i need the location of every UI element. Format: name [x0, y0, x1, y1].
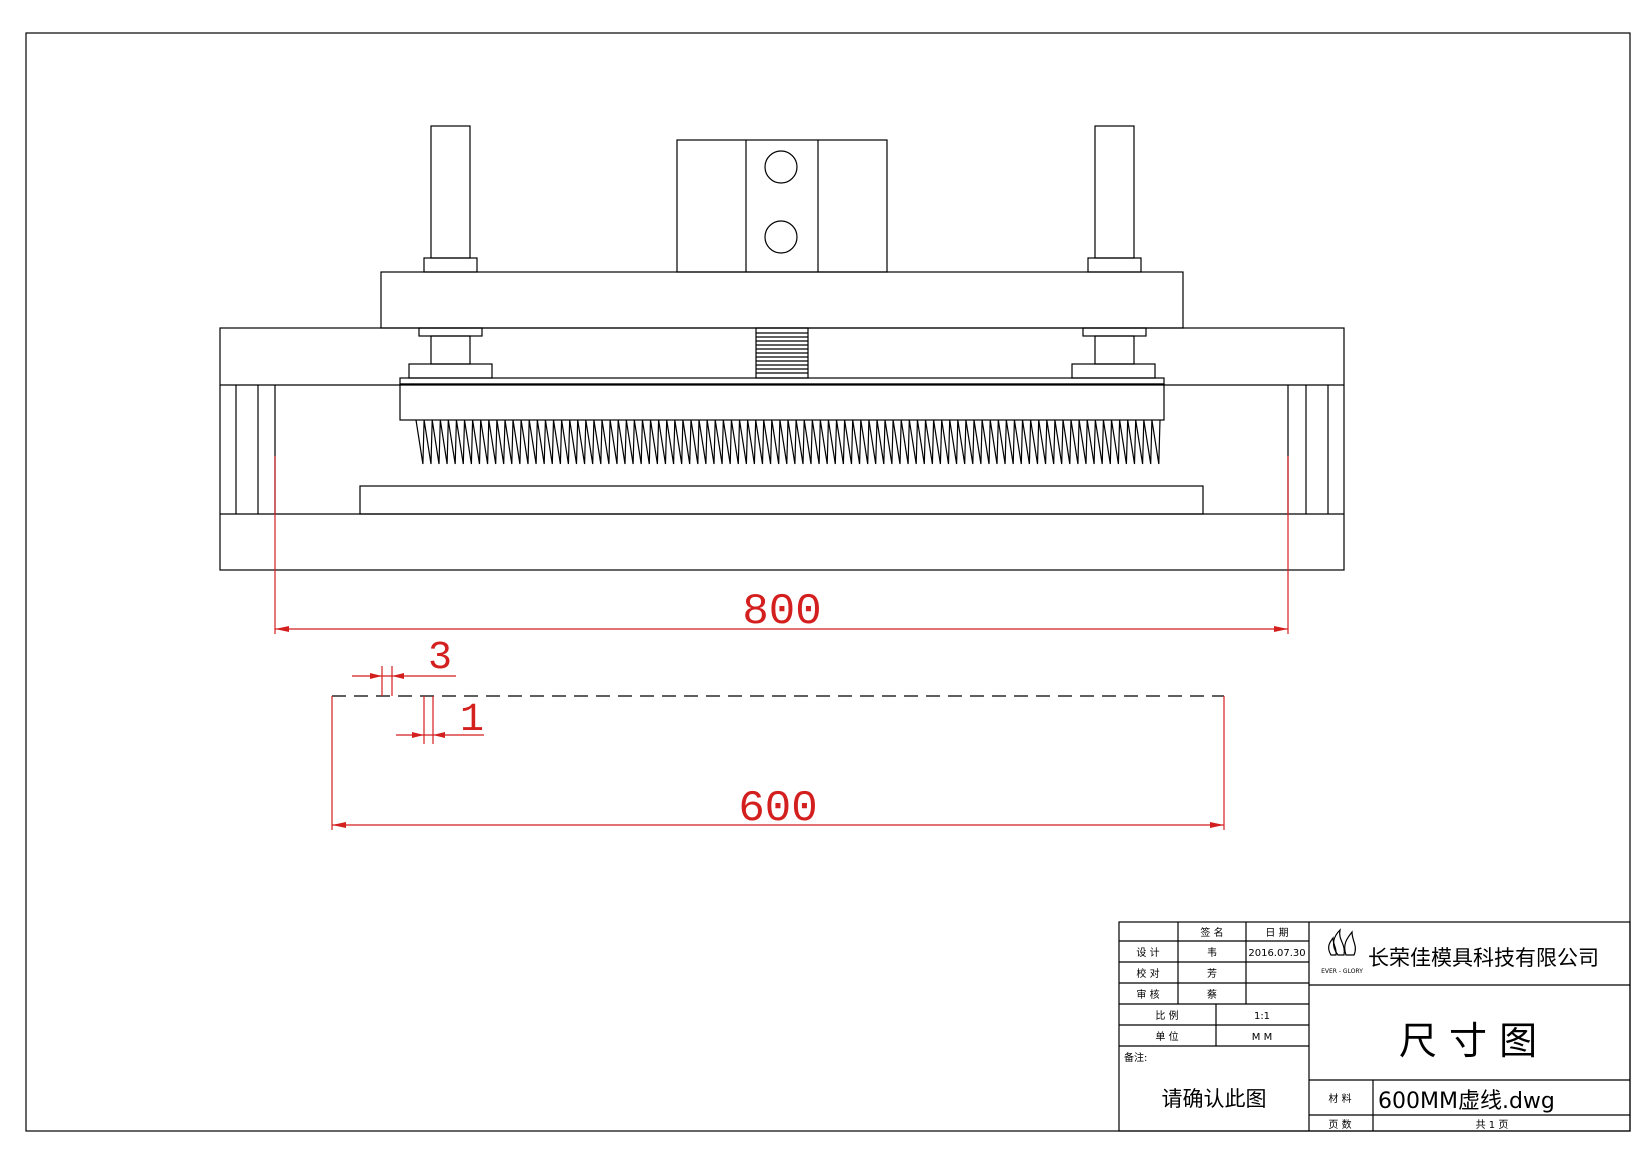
die-assembly	[219, 125, 1345, 571]
right-guide-post	[1094, 125, 1135, 259]
bottom-pad	[359, 485, 1204, 515]
row-review: 审 核	[1136, 988, 1159, 1001]
serrated-blade	[415, 419, 1161, 465]
dimension-600-label: 600	[738, 784, 817, 834]
left-post-collar	[423, 257, 478, 273]
dimension-800: 800	[274, 456, 1289, 637]
row-unit: 单 位	[1155, 1030, 1178, 1043]
mount-hole-top	[764, 150, 798, 184]
material-value: 600MM虚线.dwg	[1378, 1089, 1555, 1114]
row-design: 设 计	[1136, 946, 1159, 959]
pages-value: 共 1 页	[1476, 1119, 1509, 1131]
dimension-3: 3	[352, 636, 456, 696]
title-block: 签 名 日 期 设 计 韦 2016.07.30 校 对 芳 审 核 蔡 比 例…	[1118, 921, 1631, 1132]
logo-text: EVER - GLORY	[1321, 968, 1363, 975]
dimension-1: 1	[396, 696, 484, 744]
row-pages: 页 数	[1328, 1118, 1351, 1131]
row-material: 材 料	[1328, 1092, 1351, 1105]
upper-plate	[380, 271, 1184, 329]
company-logo: EVER - GLORY	[1321, 928, 1363, 975]
unit-value: M M	[1252, 1032, 1272, 1043]
row-scale: 比 例	[1155, 1009, 1178, 1022]
remarks-label: 备注:	[1124, 1051, 1147, 1064]
review-signature: 蔡	[1207, 988, 1217, 1001]
drawing-title: 尺 寸 图	[1399, 1019, 1537, 1063]
dimension-600: 600	[331, 696, 1225, 834]
check-signature: 芳	[1207, 967, 1217, 980]
remarks-text: 请确认此图	[1162, 1087, 1267, 1111]
col-date: 日 期	[1265, 927, 1288, 939]
dimension-800-label: 800	[742, 587, 821, 637]
center-mount-block	[676, 139, 888, 273]
outer-frame	[219, 327, 1345, 571]
dimension-3-label: 3	[428, 636, 452, 681]
drawing-frame	[25, 32, 1631, 1132]
design-signature: 韦	[1207, 947, 1217, 959]
blade-holder	[399, 383, 1165, 421]
design-date: 2016.07.30	[1248, 948, 1305, 959]
company-name: 长荣佳模具科技有限公司	[1368, 946, 1599, 970]
scale-value: 1:1	[1254, 1011, 1270, 1022]
col-signature: 签 名	[1200, 926, 1223, 939]
mount-hole-bottom	[764, 220, 798, 254]
row-check: 校 对	[1136, 967, 1159, 980]
right-post-collar	[1087, 257, 1142, 273]
left-guide-post	[430, 125, 471, 259]
dimension-1-label: 1	[460, 698, 484, 743]
